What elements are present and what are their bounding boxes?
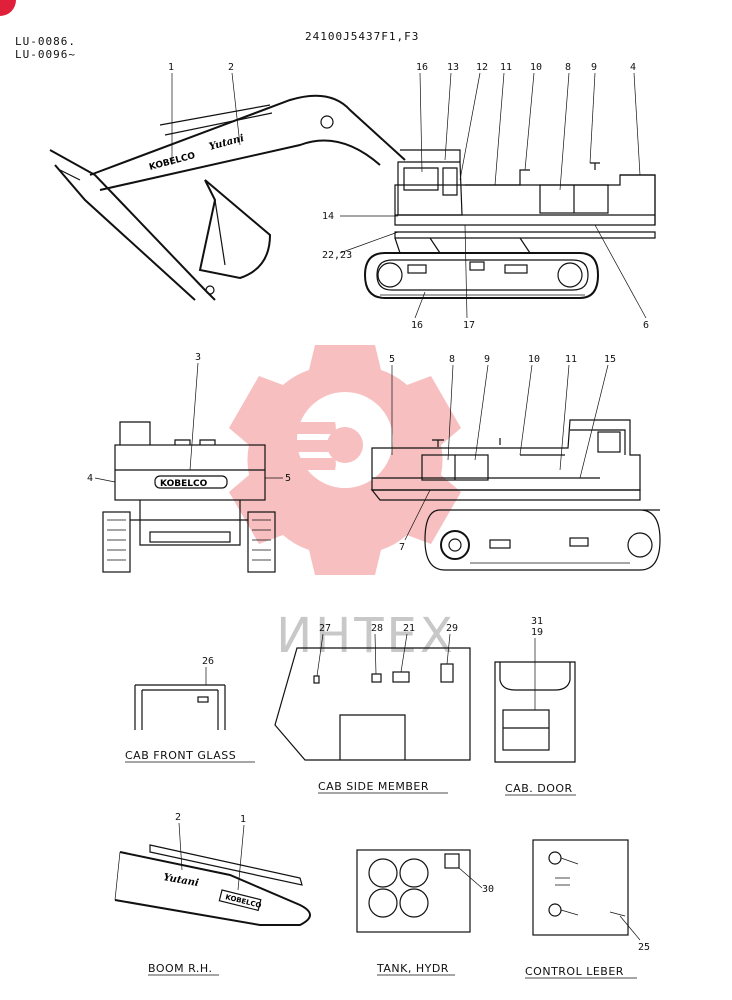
callout-label: 21 xyxy=(403,623,415,634)
callout-label: 8 xyxy=(449,354,455,365)
callout-label: 11 xyxy=(565,354,577,365)
control-leber-detail: 25 CONTROL LEBER xyxy=(525,839,650,979)
callout-label: 13 xyxy=(447,62,459,73)
caption: BOOM R.H. xyxy=(148,962,212,975)
callout-label: 11 xyxy=(500,62,512,73)
callout-label: 9 xyxy=(591,62,597,73)
callout-label: 16 xyxy=(416,62,428,73)
callout-label: 5 xyxy=(285,473,291,484)
part-number: 24100J5437F1,F3 xyxy=(305,30,419,43)
callout-label: 8 xyxy=(565,62,571,73)
callout-label: 28 xyxy=(371,623,383,634)
model-code-1: LU-0086. xyxy=(15,35,76,48)
watermark-text: ИНТЕХ xyxy=(276,608,456,664)
excavator-left-view xyxy=(370,419,661,571)
boom: KOBELCO Yutani xyxy=(89,94,406,191)
callout-label: 19 xyxy=(531,627,543,638)
cab-door-detail: 31 19 CAB. DOOR xyxy=(494,616,576,796)
callout-label: 31 xyxy=(531,616,543,627)
caption: CAB. DOOR xyxy=(505,782,573,795)
callout-label: 6 xyxy=(643,320,649,331)
callout-label: 1 xyxy=(240,814,246,825)
callout-label: 14 xyxy=(322,211,334,222)
callout-label: 2 xyxy=(228,62,234,73)
callout-label: 30 xyxy=(482,884,494,895)
callout-label: 15 xyxy=(604,354,616,365)
callout-label: 7 xyxy=(399,542,405,553)
callout-label: 4 xyxy=(630,62,636,73)
excavator-side-view: KOBELCO Yutani xyxy=(49,94,656,301)
yutani-boom-rh-label: Yutani xyxy=(162,872,199,889)
track-assembly xyxy=(363,252,600,299)
cab-side-member-detail: 27 28 21 29 CAB SIDE MEMBER xyxy=(274,623,471,794)
bucket xyxy=(198,179,272,295)
callout-label: 26 xyxy=(202,656,214,667)
callout-label: 17 xyxy=(463,320,475,331)
callout-label: 5 xyxy=(389,354,395,365)
caption: TANK, HYDR xyxy=(376,962,449,975)
rear-callouts: 3 4 5 xyxy=(87,352,291,484)
callout-label: 10 xyxy=(530,62,542,73)
callout-label: 10 xyxy=(528,354,540,365)
callout-label: 9 xyxy=(484,354,490,365)
callout-label: 22,23 xyxy=(322,250,352,261)
caption: CAB FRONT GLASS xyxy=(125,749,236,762)
kobelco-rear-label: KOBELCO xyxy=(160,479,208,489)
callout-label: 29 xyxy=(446,623,458,634)
watermark-logo xyxy=(229,345,461,575)
callout-label: 4 xyxy=(87,473,93,484)
callout-label: 1 xyxy=(168,62,174,73)
side-callouts: 1 2 16 13 12 11 10 8 9 4 14 22,23 16 17 … xyxy=(168,62,649,331)
caption: CAB SIDE MEMBER xyxy=(318,780,429,793)
caption: CONTROL LEBER xyxy=(525,965,624,978)
corner-mark xyxy=(0,0,16,16)
tank-hydr-detail: 30 TANK, HYDR xyxy=(356,849,494,976)
left-callouts: 5 8 9 10 11 15 7 xyxy=(389,354,616,553)
callout-label: 2 xyxy=(175,812,181,823)
excavator-rear-view: KOBELCO xyxy=(102,421,276,573)
boom-rh-detail: Yutani KOBELCO 2 1 BOOM R.H. xyxy=(114,812,311,976)
arm xyxy=(49,149,216,301)
callout-label: 3 xyxy=(195,352,201,363)
callout-label: 27 xyxy=(319,623,331,634)
callout-label: 12 xyxy=(476,62,488,73)
callout-label: 16 xyxy=(411,320,423,331)
cab-front-glass-detail: 26 CAB FRONT GLASS xyxy=(125,656,255,763)
model-code-2: LU-0096~ xyxy=(15,48,76,61)
callout-label: 25 xyxy=(638,942,650,953)
